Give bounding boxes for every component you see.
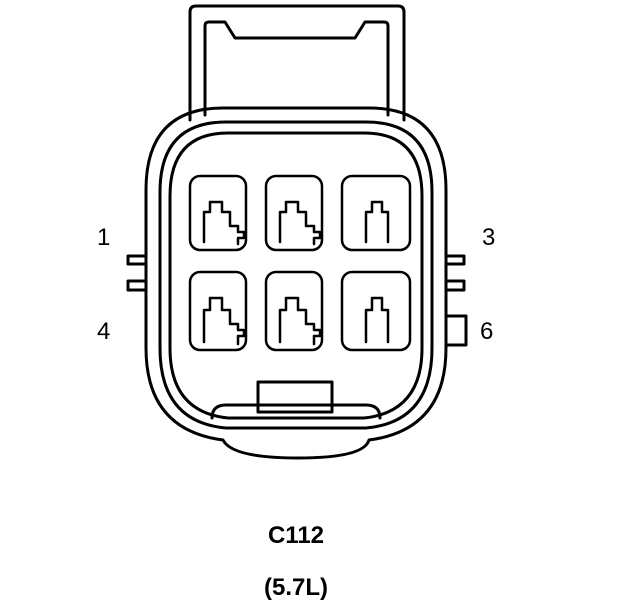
cavity-pin-2 — [264, 174, 324, 252]
terminal-cavities — [188, 174, 412, 352]
right-side-tabs — [444, 254, 468, 347]
pin-label-1: 1 — [97, 224, 111, 251]
connector-variant: (5.7L) — [263, 574, 328, 601]
pin-label-4: 4 — [97, 318, 111, 345]
locking-latch — [188, 4, 406, 122]
cavity-pin-1 — [188, 174, 248, 252]
pin-label-3: 3 — [482, 224, 496, 251]
pin-label-6: 6 — [480, 318, 494, 345]
connector-housing — [144, 106, 448, 460]
cavity-pin-6 — [340, 270, 412, 352]
cavity-pin-5 — [264, 270, 324, 352]
connector-id: C112 — [267, 522, 325, 549]
keyway-slot — [256, 380, 334, 414]
cavity-pin-3 — [340, 174, 412, 252]
cavity-pin-4 — [188, 270, 248, 352]
left-side-tabs — [126, 254, 148, 292]
